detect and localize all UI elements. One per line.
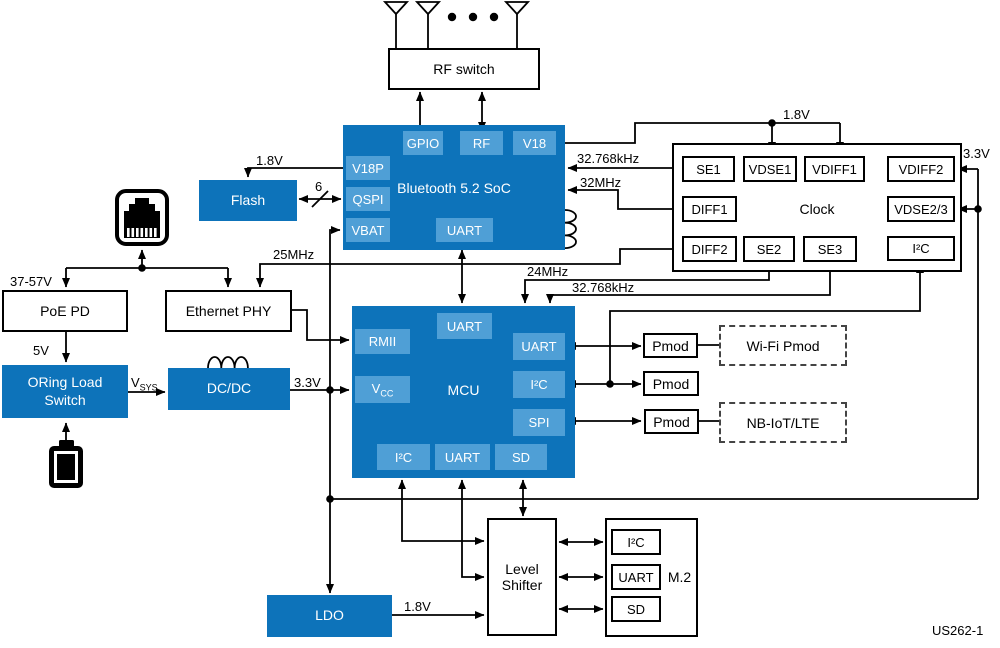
label-32768khz-soc: 32.768kHz xyxy=(577,151,640,166)
oring-label-line2: Switch xyxy=(44,391,86,408)
soc-port-v18: V18 xyxy=(513,131,556,155)
pmod2-block: Pmod xyxy=(643,371,699,396)
wire-diff2-25mhz-phy xyxy=(256,248,682,288)
flash-label: Flash xyxy=(230,191,266,208)
ethernet-phy-block: Ethernet PHY xyxy=(165,290,292,332)
level-shifter-block: Level Shifter xyxy=(487,518,557,636)
label-24mhz: 24MHz xyxy=(527,264,569,279)
clock-port-se3: SE3 xyxy=(803,236,857,262)
label-3v3-dcdc: 3.3V xyxy=(294,375,321,390)
wire-rail-to-vbat xyxy=(329,226,341,390)
clock-port-diff2: DIFF2 xyxy=(682,236,737,262)
clock-port-vdse23: VDSE2/3 xyxy=(887,196,955,222)
mcu-port-uart-bottom: UART xyxy=(435,444,490,470)
clock-port-diff1: DIFF1 xyxy=(682,196,737,222)
inductor-coil-icon-dcdc xyxy=(207,356,249,369)
label-vsys: VSYS xyxy=(131,375,158,393)
mcu-port-i2c-right: I²C xyxy=(513,371,565,398)
wires xyxy=(62,91,979,619)
label-qspi-bus-width: 6 xyxy=(315,179,323,194)
clock-port-i2c: I²C xyxy=(887,236,955,261)
label-1v8-clock: 1.8V xyxy=(783,107,810,122)
soc-port-qspi: QSPI xyxy=(346,187,390,211)
label-25mhz: 25MHz xyxy=(273,247,315,262)
clock-port-vdiff2: VDIFF2 xyxy=(887,156,955,182)
label-1v8-flash: 1.8V xyxy=(256,153,283,168)
wire-i2c-to-clock xyxy=(609,263,924,384)
mcu-port-rmii: RMII xyxy=(355,329,410,354)
soc-port-vbat: VBAT xyxy=(346,218,390,242)
level-shifter-line1: Level xyxy=(505,561,539,577)
wire-v18p-1v8-flash xyxy=(244,167,343,178)
label-poe-input-voltage: 37-57V xyxy=(10,274,52,289)
mcu-port-spi: SPI xyxy=(513,409,565,436)
mcu-port-vcc: VCC xyxy=(355,376,410,403)
junction-dots xyxy=(138,119,982,503)
rf-switch-block: RF switch xyxy=(388,48,540,90)
m2-port-sd: SD xyxy=(611,596,661,622)
soc-port-uart: UART xyxy=(436,218,493,242)
clock-port-vdiff1: VDIFF1 xyxy=(804,156,865,182)
mcu-port-sd: SD xyxy=(495,444,547,470)
wire-phy-rmii xyxy=(292,309,350,344)
clock-port-vdse1: VDSE1 xyxy=(743,156,797,182)
mcu-port-uart-top: UART xyxy=(437,313,492,339)
figure-code: US262-1 xyxy=(932,623,984,638)
bus-width-slash-icon xyxy=(311,190,329,208)
wire-diff1-32mhz-soc xyxy=(567,186,680,210)
antenna-icon xyxy=(382,1,531,48)
wire-v18-1v8-rail xyxy=(565,122,840,144)
dcdc-label: DC/DC xyxy=(206,380,252,397)
rf-switch-label: RF switch xyxy=(433,61,495,77)
ethernet-jack-icon xyxy=(115,189,169,246)
poe-pd-label: PoE PD xyxy=(40,303,90,319)
label-1v8-ldo: 1.8V xyxy=(404,599,431,614)
nbiot-lte-module: NB-IoT/LTE xyxy=(719,402,847,443)
wire-mcu-i2c-ls xyxy=(398,479,485,545)
wire-mcu-uart-ls xyxy=(458,479,485,581)
label-32mhz: 32MHz xyxy=(580,175,622,190)
battery-icon xyxy=(49,440,83,488)
label-32768khz-mcu: 32.768kHz xyxy=(572,280,635,295)
m2-port-uart: UART xyxy=(611,564,661,590)
clock-port-se2: SE2 xyxy=(743,236,795,262)
oring-label-line1: ORing Load xyxy=(27,374,103,390)
ethernet-phy-label: Ethernet PHY xyxy=(185,303,272,319)
soc-port-rf: RF xyxy=(460,131,503,155)
flash-block: Flash xyxy=(199,180,297,221)
ellipsis-dots-icon xyxy=(447,12,499,22)
soc-port-gpio: GPIO xyxy=(403,131,443,155)
ldo-label: LDO xyxy=(315,607,344,624)
clock-port-se1: SE1 xyxy=(682,156,735,182)
poe-pd-block: PoE PD xyxy=(2,290,128,332)
label-5v: 5V xyxy=(33,343,49,358)
dcdc-block: DC/DC xyxy=(168,368,290,410)
pmod3-block: Pmod xyxy=(644,409,699,434)
inductor-coil-icon-soc xyxy=(564,209,577,249)
label-3v3-clock: 3.3V xyxy=(963,146,990,161)
pmod1-block: Pmod xyxy=(643,333,698,358)
oring-load-switch-block: ORing Load Switch xyxy=(2,365,128,418)
soc-port-v18p: V18P xyxy=(346,156,390,180)
level-shifter-line2: Shifter xyxy=(501,577,543,593)
wire-se3-32768khz-mcu xyxy=(546,262,831,304)
wifi-pmod-module: Wi-Fi Pmod xyxy=(719,325,847,366)
m2-port-i2c: I²C xyxy=(611,529,661,555)
mcu-port-uart-right: UART xyxy=(513,333,565,360)
mcu-port-i2c-bottom: I²C xyxy=(377,444,430,470)
ldo-block: LDO xyxy=(267,595,392,637)
